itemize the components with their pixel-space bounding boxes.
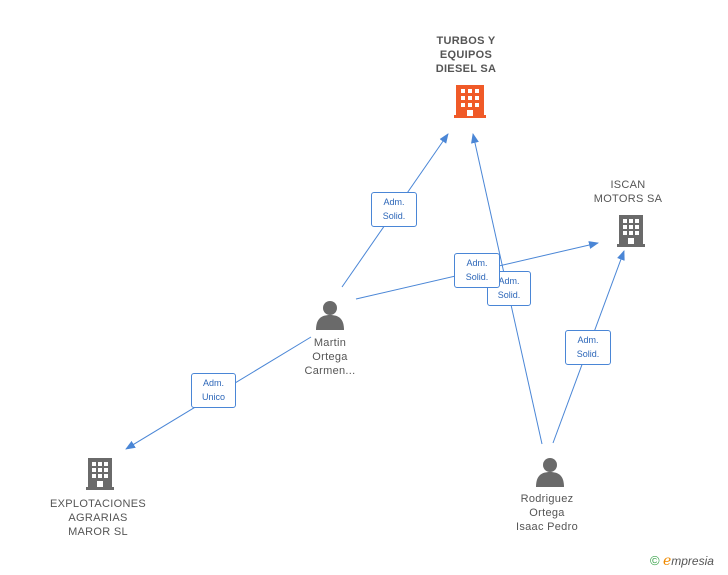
building-icon[interactable] (86, 458, 114, 490)
building-icon[interactable] (454, 85, 486, 118)
person-icon[interactable] (536, 458, 564, 487)
node-label-turbos[interactable]: TURBOS Y EQUIPOS DIESEL SA (435, 35, 497, 75)
edge-label-rodriguez-iscan[interactable]: Adm. Solid. (565, 330, 611, 365)
edge-label-martin-explotaciones[interactable]: Adm. Unico (191, 373, 236, 408)
node-label-rodriguez[interactable]: Rodriguez Ortega Isaac Pedro (515, 493, 578, 533)
node-label-martin[interactable]: Martin Ortega Carmen... (304, 337, 356, 377)
edge-label-martin-iscan[interactable]: Adm. Solid. (454, 253, 500, 288)
building-icon[interactable] (617, 215, 645, 247)
copyright-symbol: © (650, 553, 660, 568)
edge-label-martin-turbos[interactable]: Adm. Solid. (371, 192, 417, 227)
person-icon[interactable] (316, 301, 344, 330)
brand-initial: e (662, 553, 672, 569)
empresia-logo[interactable]: © empresia (650, 553, 714, 569)
node-label-explotaciones[interactable]: EXPLOTACIONES AGRARIAS MAROR SL (50, 498, 146, 538)
node-label-iscan[interactable]: ISCAN MOTORS SA (593, 179, 663, 205)
brand-name: mpresia (671, 554, 714, 568)
